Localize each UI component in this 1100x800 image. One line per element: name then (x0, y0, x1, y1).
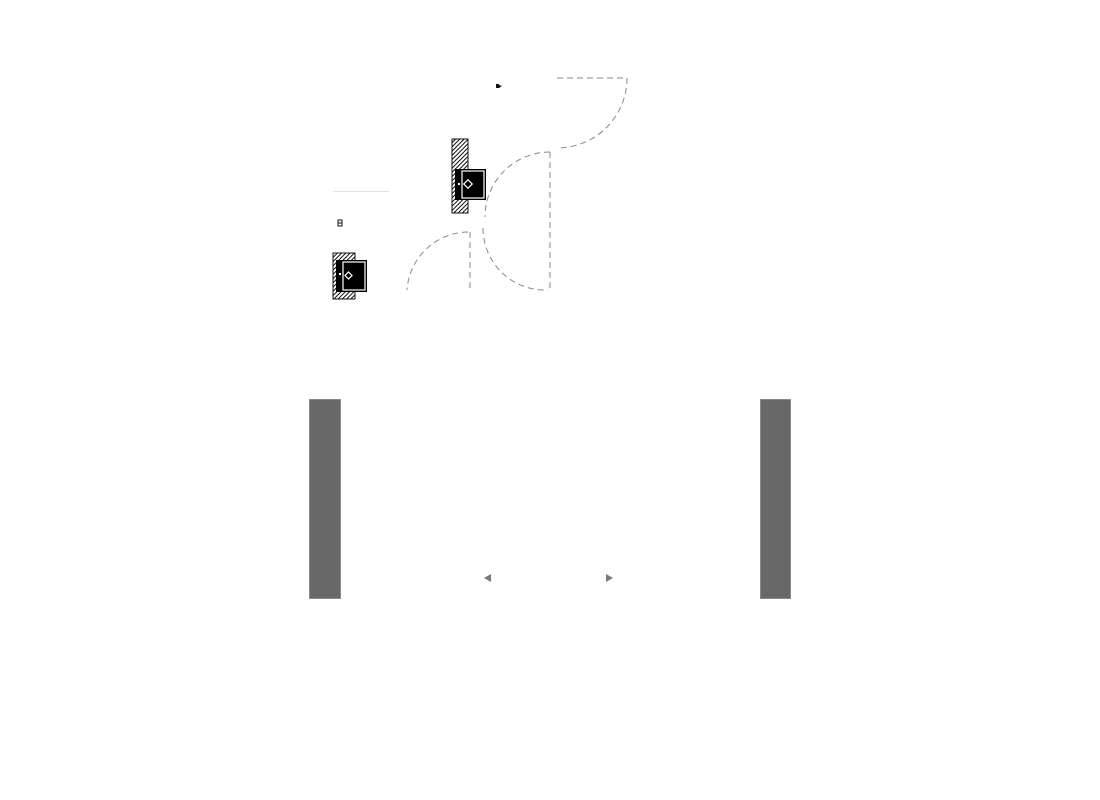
door-icon[interactable] (455, 169, 486, 200)
door-arc-top (556, 77, 628, 149)
left-side-panel (309, 399, 341, 599)
door-arc-middle (482, 151, 551, 291)
divider-line (333, 191, 389, 192)
right-side-panel (760, 399, 791, 599)
key-icon[interactable] (496, 84, 502, 88)
previous-arrow-icon[interactable] (484, 574, 491, 582)
next-arrow-icon[interactable] (606, 574, 613, 582)
door-arc-bottom (406, 231, 471, 291)
diamond-marker-icon-lower[interactable] (344, 271, 353, 280)
box-icon[interactable] (337, 219, 343, 227)
diamond-marker-icon[interactable] (462, 178, 474, 190)
